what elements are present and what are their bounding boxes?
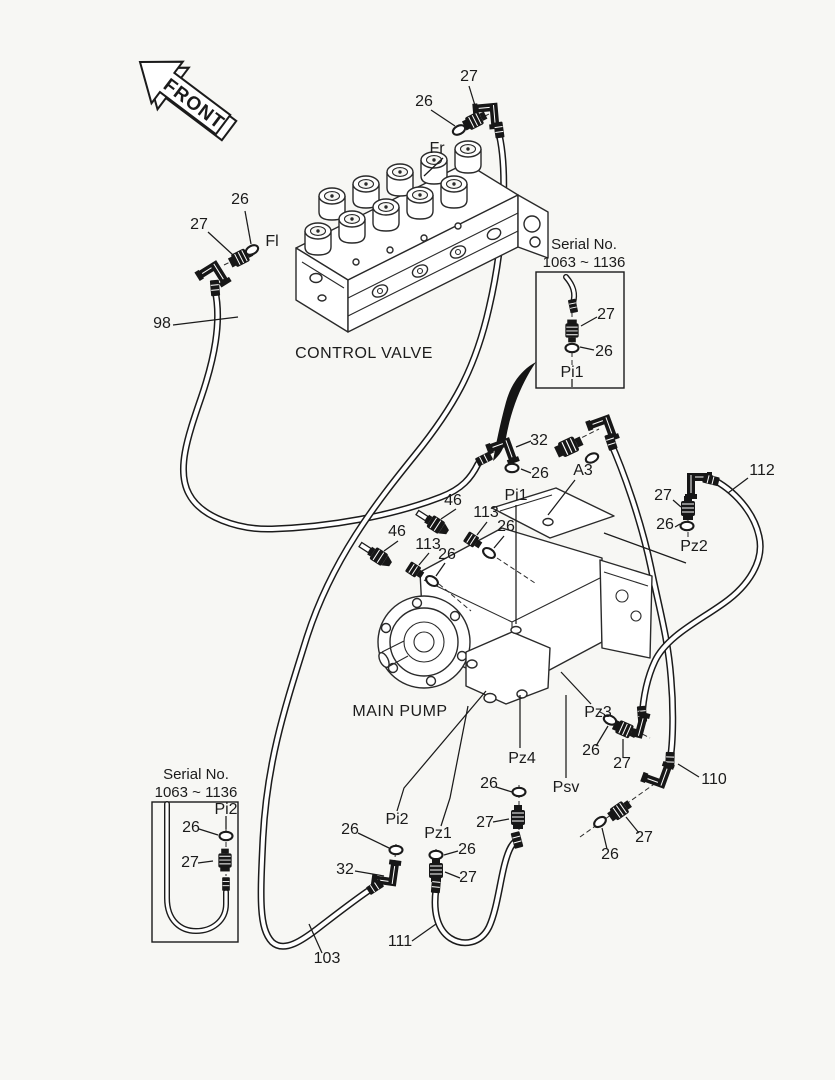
callout-26-pz4: 26 xyxy=(480,775,498,792)
callout-27-box-top: 27 xyxy=(597,306,615,323)
leader-lines xyxy=(172,85,749,954)
port-label-pz3: Pz3 xyxy=(584,704,612,721)
callout-98: 98 xyxy=(153,315,171,332)
serial-note-box-top xyxy=(535,271,625,389)
pointer-arrow xyxy=(493,362,536,461)
callout-113-upper: 113 xyxy=(473,504,499,521)
callout-26-fl: 26 xyxy=(231,191,249,208)
control-valve-illustration xyxy=(295,140,549,333)
callout-110: 110 xyxy=(701,771,727,788)
callout-27-box-bottom: 27 xyxy=(181,854,199,871)
callout-113-lower: 113 xyxy=(415,536,441,553)
callout-26-pi1: 26 xyxy=(531,465,549,482)
port-label-pz1: Pz1 xyxy=(424,825,452,842)
callout-26-pz3: 26 xyxy=(582,742,600,759)
serial-note-box-bottom xyxy=(151,802,239,943)
ring-26-pi1 xyxy=(504,462,520,474)
port-label-a3: A3 xyxy=(573,462,593,479)
port-label-pi1-box: Pi1 xyxy=(560,364,583,381)
callout-27-pz4: 27 xyxy=(476,814,494,831)
callout-103: 103 xyxy=(314,950,341,967)
ring-26-pz2 xyxy=(679,520,695,532)
callout-26-pz2: 26 xyxy=(656,516,674,533)
main-pump-illustration xyxy=(377,487,653,705)
port-label-fr: Fr xyxy=(429,140,445,157)
serial-note-range-bottom: 1063 ~ 1136 xyxy=(155,784,238,801)
callout-27-fr: 27 xyxy=(460,68,478,85)
callout-26-psv: 26 xyxy=(601,846,619,863)
ring-26-pz1 xyxy=(428,849,444,861)
port-label-pz4: Pz4 xyxy=(508,750,536,767)
callout-111: 111 xyxy=(388,933,412,950)
callout-27-pz2: 27 xyxy=(654,487,672,504)
port-label-fl: Fl xyxy=(265,233,278,250)
callout-46-lower: 46 xyxy=(388,523,406,540)
callout-27-pz1: 27 xyxy=(459,869,477,886)
serial-note-range-top: 1063 ~ 1136 xyxy=(543,254,626,271)
callout-26-box-top: 26 xyxy=(595,343,613,360)
callout-26-box-bottom: 26 xyxy=(182,819,200,836)
control-valve-label: CONTROL VALVE xyxy=(295,345,433,362)
callout-26-fr: 26 xyxy=(415,93,433,110)
ring-26-pz4 xyxy=(511,786,527,798)
callout-46-upper: 46 xyxy=(444,492,462,509)
port-label-pi2-box: Pi2 xyxy=(214,801,237,818)
callout-112: 112 xyxy=(749,462,775,479)
port-label-pi1: Pi1 xyxy=(504,487,527,504)
serial-note-title-top: Serial No. xyxy=(551,236,617,253)
callout-32-pi1: 32 xyxy=(530,432,548,449)
labels: 27 26 Fr 26 27 Fl 98 CONTROL VALVE Seria… xyxy=(153,68,775,967)
callout-26-pi2: 26 xyxy=(341,821,359,838)
serial-note-title-bottom: Serial No. xyxy=(163,766,229,783)
callout-27-pz3: 27 xyxy=(613,755,631,772)
callout-26-upper: 26 xyxy=(497,518,515,535)
callout-32-pi2: 32 xyxy=(336,861,354,878)
main-pump-label: MAIN PUMP xyxy=(352,703,447,720)
callout-26-lower: 26 xyxy=(438,546,456,563)
callout-27-fl: 27 xyxy=(190,216,208,233)
ring-26-pi2 xyxy=(388,844,404,856)
callout-26-pz1: 26 xyxy=(458,841,476,858)
port-label-pz2: Pz2 xyxy=(680,538,708,555)
callout-27-psv: 27 xyxy=(635,829,653,846)
port-label-pi2: Pi2 xyxy=(385,811,408,828)
port-label-psv: Psv xyxy=(553,779,580,796)
